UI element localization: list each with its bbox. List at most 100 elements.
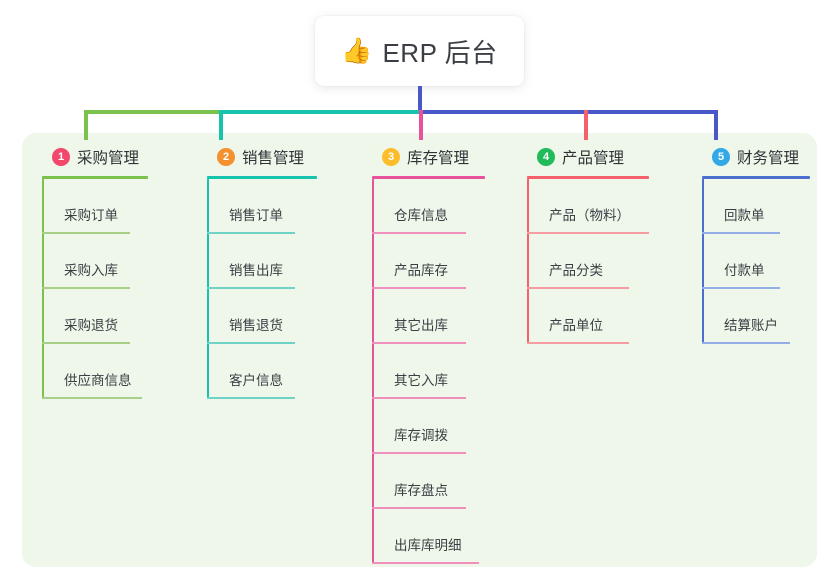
menu-item-label: 采购退货: [64, 318, 118, 333]
menu-item-rule: [207, 342, 295, 344]
menu-item-rule: [372, 232, 466, 234]
branch-items-5: 回款单付款单结算账户: [702, 179, 837, 344]
branch-title-3: 库存管理: [407, 150, 470, 167]
trunk-segment-green: [84, 110, 219, 114]
menu-item-rule: [207, 397, 295, 399]
menu-item-label: 采购入库: [64, 263, 118, 278]
menu-item-label: 回款单: [724, 208, 765, 223]
menu-item-rule: [527, 232, 649, 234]
branch-spine-2: [207, 179, 209, 399]
trunk-segment-blue: [419, 110, 718, 114]
menu-item-label: 库存调拨: [394, 428, 448, 443]
branch-title-2: 销售管理: [242, 150, 305, 167]
branch-spine-1: [42, 179, 44, 399]
menu-item[interactable]: 采购入库: [42, 234, 192, 289]
menu-item-rule: [207, 232, 295, 234]
menu-item-label: 客户信息: [229, 373, 283, 388]
menu-item-rule: [372, 397, 466, 399]
menu-item[interactable]: 客户信息: [207, 344, 352, 399]
branch-badge-2: 2: [217, 148, 235, 166]
menu-item[interactable]: 付款单: [702, 234, 837, 289]
branch-header-4[interactable]: 4 产品管理: [527, 144, 687, 170]
branch-header-rule-1: [42, 176, 148, 179]
branch-spine-5: [702, 179, 704, 344]
menu-item[interactable]: 结算账户: [702, 289, 837, 344]
thumbs-up-icon: 👍: [341, 36, 373, 65]
branch-column-5: 5 财务管理回款单付款单结算账户: [702, 144, 837, 344]
branch-header-1[interactable]: 1 采购管理: [42, 144, 192, 170]
branch-header-5[interactable]: 5 财务管理: [702, 144, 837, 170]
branch-spine-4: [527, 179, 529, 344]
menu-item[interactable]: 产品（物料）: [527, 179, 687, 234]
branch-title-5: 财务管理: [737, 150, 800, 167]
menu-item-rule: [42, 232, 130, 234]
menu-item-rule: [527, 342, 629, 344]
menu-item[interactable]: 出库库明细: [372, 509, 522, 564]
branch-badge-1: 1: [52, 148, 70, 166]
menu-item[interactable]: 产品分类: [527, 234, 687, 289]
menu-item-rule: [527, 287, 629, 289]
root-title: ERP 后台: [382, 37, 498, 68]
root-node[interactable]: 👍 ERP 后台: [315, 16, 524, 86]
menu-item-label: 采购订单: [64, 208, 118, 223]
branch-header-rule-3: [372, 176, 485, 179]
menu-item[interactable]: 产品单位: [527, 289, 687, 344]
menu-item[interactable]: 库存调拨: [372, 399, 522, 454]
menu-item-label: 库存盘点: [394, 483, 448, 498]
branch-header-2[interactable]: 2 销售管理: [207, 144, 352, 170]
branch-title-1: 采购管理: [77, 150, 140, 167]
menu-item-label: 销售出库: [229, 263, 283, 278]
trunk-segment-teal: [219, 110, 419, 114]
menu-item-rule: [702, 287, 780, 289]
menu-item-label: 销售订单: [229, 208, 283, 223]
connector-drop-4: [584, 110, 588, 140]
menu-item-label: 其它入库: [394, 373, 448, 388]
menu-item-rule: [372, 342, 466, 344]
connector-drop-1: [84, 110, 88, 140]
menu-item-rule: [42, 287, 130, 289]
menu-item-label: 其它出库: [394, 318, 448, 333]
menu-item[interactable]: 产品库存: [372, 234, 522, 289]
branch-badge-4: 4: [537, 148, 555, 166]
menu-item[interactable]: 销售出库: [207, 234, 352, 289]
menu-item-rule: [372, 562, 479, 564]
menu-item-label: 付款单: [724, 263, 765, 278]
menu-item-rule: [372, 287, 466, 289]
branch-column-2: 2 销售管理销售订单销售出库销售退货客户信息: [207, 144, 352, 399]
menu-item-label: 出库库明细: [394, 538, 462, 553]
menu-item[interactable]: 销售订单: [207, 179, 352, 234]
menu-item[interactable]: 库存盘点: [372, 454, 522, 509]
branch-items-4: 产品（物料） 产品分类产品单位: [527, 179, 687, 344]
menu-item[interactable]: 其它出库: [372, 289, 522, 344]
branch-title-4: 产品管理: [562, 150, 625, 167]
menu-item-label: 产品（物料）: [549, 208, 630, 223]
menu-item-label: 仓库信息: [394, 208, 448, 223]
menu-item-label: 产品库存: [394, 263, 448, 278]
branch-items-3: 仓库信息产品库存其它出库其它入库库存调拨库存盘点出库库明细: [372, 179, 522, 564]
menu-item[interactable]: 供应商信息: [42, 344, 192, 399]
root-stem-connector: [418, 86, 422, 112]
branch-badge-5: 5: [712, 148, 730, 166]
menu-item-rule: [42, 397, 142, 399]
branch-header-rule-5: [702, 176, 810, 179]
menu-item[interactable]: 采购退货: [42, 289, 192, 344]
connector-drop-5: [714, 110, 718, 140]
menu-item[interactable]: 回款单: [702, 179, 837, 234]
menu-item-rule: [372, 452, 466, 454]
branch-items-1: 采购订单采购入库采购退货供应商信息: [42, 179, 192, 399]
menu-item[interactable]: 其它入库: [372, 344, 522, 399]
connector-drop-3: [419, 110, 423, 140]
menu-item[interactable]: 仓库信息: [372, 179, 522, 234]
branch-header-rule-2: [207, 176, 317, 179]
menu-item-rule: [702, 232, 780, 234]
menu-item-label: 产品分类: [549, 263, 603, 278]
menu-item[interactable]: 采购订单: [42, 179, 192, 234]
branch-column-4: 4 产品管理产品（物料） 产品分类产品单位: [527, 144, 687, 344]
menu-item-rule: [42, 342, 130, 344]
branch-items-2: 销售订单销售出库销售退货客户信息: [207, 179, 352, 399]
menu-item[interactable]: 销售退货: [207, 289, 352, 344]
menu-item-rule: [372, 507, 466, 509]
connector-drop-2: [219, 110, 223, 140]
